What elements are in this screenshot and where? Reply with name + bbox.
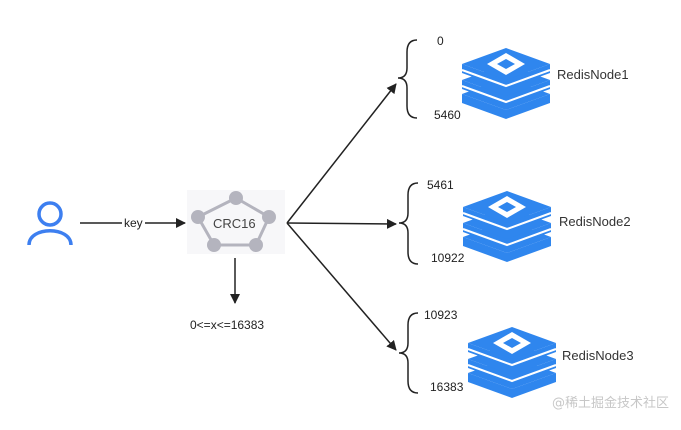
redis-stack-icon (467, 327, 557, 398)
crc16-label: CRC16 (213, 216, 256, 231)
brace-node1 (397, 39, 418, 119)
key-label: key (122, 216, 145, 230)
edge-node1 (286, 83, 397, 224)
brace-node2 (398, 182, 419, 265)
node2-start-label: 5461 (427, 178, 454, 192)
watermark: @稀土掘金技术社区 (551, 396, 669, 411)
node1-end-label: 5460 (434, 108, 461, 122)
slot-range-label: 0<=x<=16383 (190, 318, 265, 332)
redis-stack-icon (461, 48, 551, 119)
redis-stack-icon (462, 191, 552, 262)
node2-name: RedisNode2 (559, 214, 631, 229)
brace-node3 (398, 312, 419, 394)
edge-node3 (286, 222, 397, 351)
edge-node2 (286, 218, 397, 229)
user-icon (27, 201, 73, 246)
node1-name: RedisNode1 (557, 67, 629, 82)
node3-start-label: 10923 (424, 308, 458, 322)
node2-end-label: 10922 (431, 251, 465, 265)
node1-start-label: 0 (437, 34, 444, 48)
node3-end-label: 16383 (430, 380, 464, 394)
pentagon-network-icon (187, 190, 285, 254)
node3-name: RedisNode3 (562, 348, 634, 363)
